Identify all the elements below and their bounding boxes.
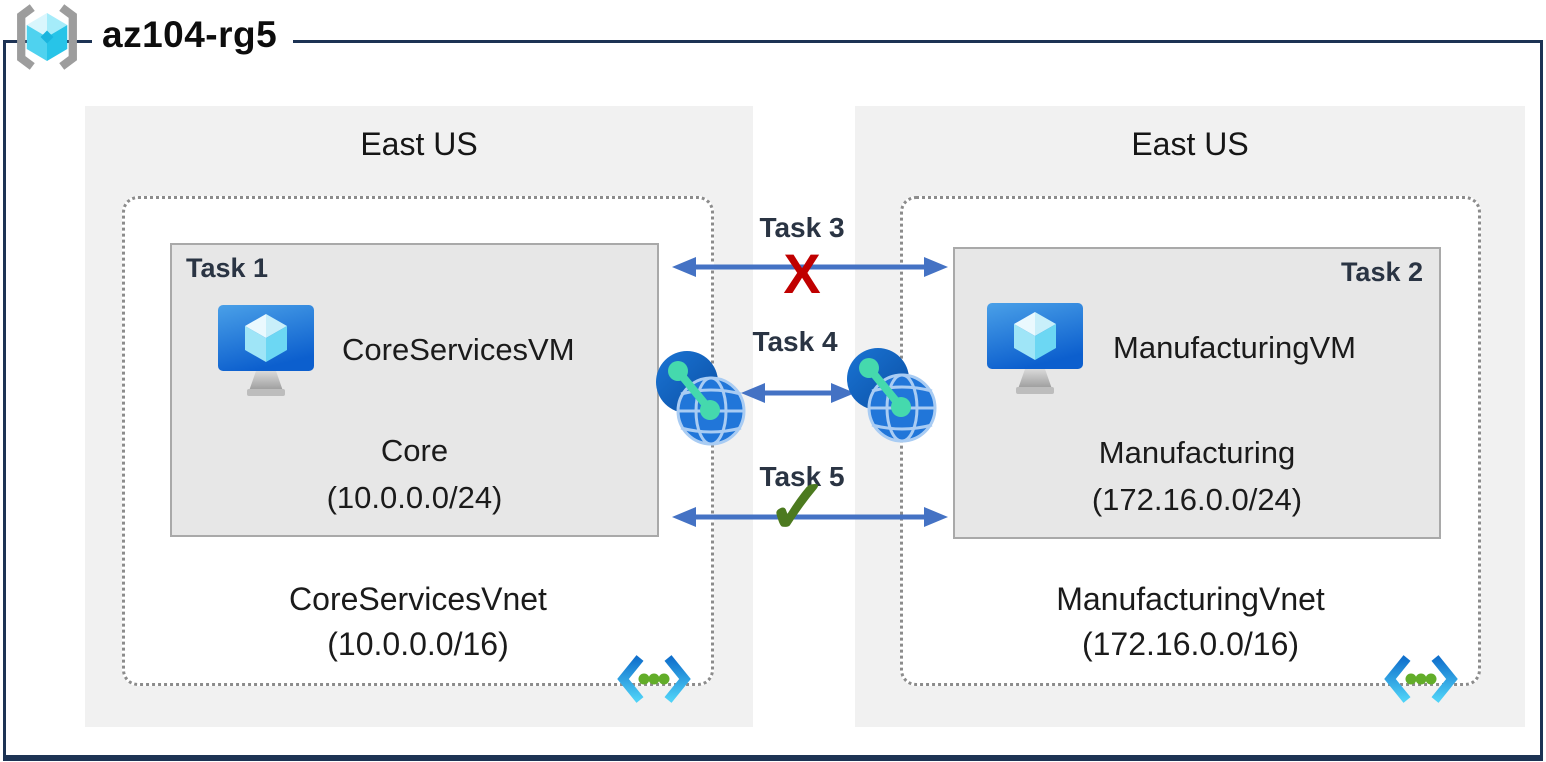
vnet-manufacturing: Task 2 [900,196,1481,703]
virtual-network-icon [617,655,691,703]
task2-label: Task 2 [1340,257,1423,287]
region-east-us-right: East US Task 2 [855,106,1525,727]
resource-group-title: az104-rg5 [92,12,294,62]
subnet-core: Task 1 [170,243,659,537]
allowed-check-mark: ✓ [766,465,830,550]
task5-arrow [672,507,948,527]
subnet-cidr: (10.0.0.0/24) [326,480,503,515]
subnet-name-manufacturing: Manufacturing (172.16.0.0/24) [955,429,1439,523]
network-peering-icon-right [847,348,937,443]
blocked-x-mark: X [783,242,821,305]
task4-label: Task 4 [752,326,838,357]
task4-arrow [741,383,855,403]
vnet-name-manufacturing: ManufacturingVnet (172.16.0.0/16) [903,577,1478,667]
region-east-us-left: East US Task 1 [85,106,753,727]
vm-row-manufacturing: ManufacturingVM [985,299,1431,397]
subnet-name-core: Core (10.0.0.0/24) [172,427,657,521]
resource-group-legend: az104-rg5 [8,2,294,72]
task5-label: Task 5 [759,461,845,492]
vm-row-coreservices: CoreServicesVM [216,301,649,399]
vnet-cidr: (10.0.0.0/16) [327,626,509,662]
region-label-right: East US [1131,126,1249,162]
vm-name: ManufacturingVM [1113,330,1356,365]
network-peering-icon-left [656,351,746,446]
resource-group-border [3,40,1543,761]
subnet-cidr: (172.16.0.0/24) [1091,482,1303,517]
virtual-machine-icon [218,305,314,396]
vnet-cidr: (172.16.0.0/16) [1081,626,1300,662]
task3-arrow [672,257,948,277]
virtual-network-icon [1384,655,1458,703]
vnet-title: ManufacturingVnet [1056,581,1325,617]
vnet-coreservices: Task 1 [122,196,714,703]
vm-name: CoreServicesVM [342,332,575,367]
region-label-left: East US [360,126,478,162]
vnet-title: CoreServicesVnet [289,581,547,617]
virtual-machine-icon [987,303,1083,394]
subnet-title: Core [380,433,449,468]
vnet-name-coreservices: CoreServicesVnet (10.0.0.0/16) [125,577,711,667]
subnet-title: Manufacturing [1098,435,1296,470]
task3-label: Task 3 [759,212,845,243]
resource-group-icon [17,4,77,70]
subnet-manufacturing: Task 2 [953,247,1441,539]
task1-label: Task 1 [186,253,269,283]
